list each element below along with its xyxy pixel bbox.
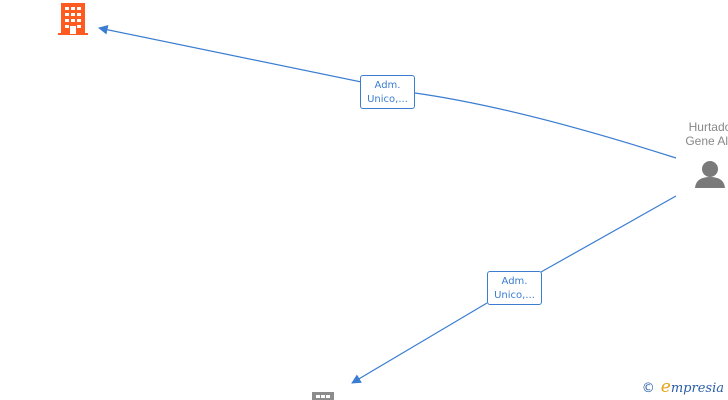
edge-label-bottom[interactable]: Adm. Unico,...: [487, 271, 542, 305]
person-name-line1: Hurtado: [688, 120, 728, 134]
edge-label-role: Adm.: [374, 80, 401, 91]
building-icon[interactable]: [58, 3, 88, 35]
empresia-watermark: © empresia: [642, 377, 724, 397]
edge-line-bottom: [352, 195, 677, 383]
person-name-line2: Gene Ale: [685, 134, 728, 148]
building-icon[interactable]: [312, 392, 334, 400]
brand-initial: e: [660, 377, 671, 397]
edge-label-top[interactable]: Adm. Unico,...: [360, 75, 415, 109]
person-name-label[interactable]: Hurtado Gene Ale: [670, 120, 728, 148]
edge-label-detail: Unico,...: [367, 94, 408, 105]
person-icon[interactable]: [695, 161, 725, 188]
edge-line-top: [98, 25, 677, 159]
copyright-symbol: ©: [641, 381, 655, 396]
brand-name: mpresia: [670, 381, 724, 396]
edge-label-detail: Unico,...: [494, 290, 535, 301]
edge-label-role: Adm.: [501, 276, 528, 287]
